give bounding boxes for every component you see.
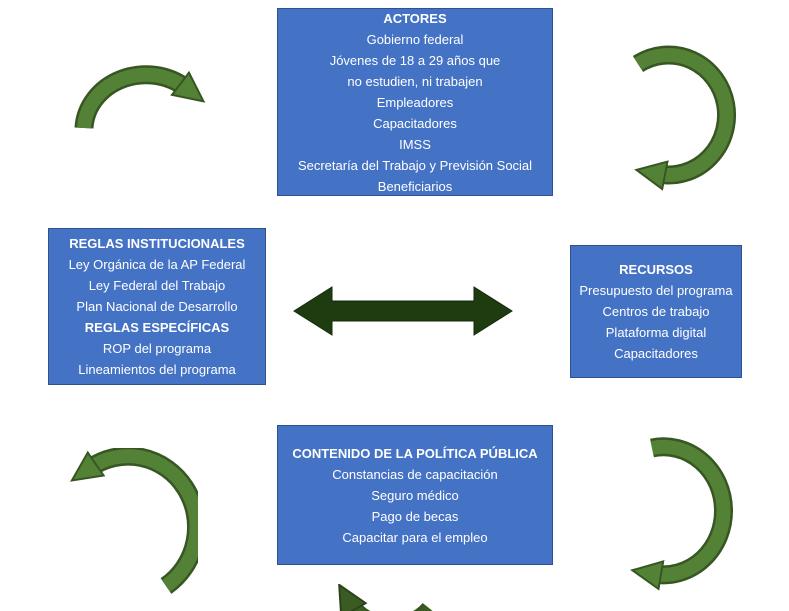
recursos-line: Plataforma digital (605, 325, 707, 340)
recursos-line: Capacitadores (614, 346, 698, 361)
curved-arrow-bottom-left-icon (69, 448, 198, 594)
actores-line: Secretaría del Trabajo y Previsión Socia… (297, 157, 533, 173)
curved-arrow-top-left-icon (74, 65, 206, 129)
recursos-line: Presupuesto del programa (579, 283, 733, 298)
actores-line: IMSS (399, 136, 431, 152)
reglas-line: ROP del programa (102, 341, 212, 356)
box-actores: ACTORES Gobierno federal Jóvenes de 18 a… (277, 8, 553, 196)
reglas-line: Plan Nacional de Desarrollo (76, 299, 238, 314)
actores-line: Capacitadores (373, 115, 457, 131)
actores-title: ACTORES (383, 10, 447, 26)
contenido-title: CONTENIDO DE LA POLÍTICA PÚBLICA (292, 445, 538, 461)
curved-arrow-bottom-right-icon (630, 437, 734, 591)
reglas-line: Lineamientos del programa (78, 362, 236, 377)
recursos-line: Centros de trabajo (602, 304, 710, 319)
double-headed-arrow-icon (293, 286, 513, 336)
curved-arrow-bottom-center-icon (338, 584, 433, 611)
contenido-line: Pago de becas (371, 508, 459, 524)
reglas-title: REGLAS INSTITUCIONALES (69, 236, 245, 251)
curved-arrow-top-right-icon (632, 45, 737, 191)
actores-line: Beneficiarios (377, 178, 453, 194)
actores-line: Empleadores (376, 94, 454, 110)
contenido-line: Constancias de capacitación (332, 466, 498, 482)
reglas-line: Ley Federal del Trabajo (88, 278, 226, 293)
actores-line: no estudien, ni trabajen (347, 73, 483, 89)
contenido-line: Seguro médico (371, 487, 459, 503)
reglas-line: Ley Orgánica de la AP Federal (68, 257, 246, 272)
recursos-title: RECURSOS (619, 262, 693, 277)
contenido-line: Capacitar para el empleo (342, 529, 488, 545)
box-recursos: RECURSOS Presupuesto del programa Centro… (570, 245, 742, 378)
box-contenido: CONTENIDO DE LA POLÍTICA PÚBLICA Constan… (277, 425, 553, 565)
actores-line: Jóvenes de 18 a 29 años que (329, 52, 501, 68)
box-reglas: REGLAS INSTITUCIONALES Ley Orgánica de l… (48, 228, 266, 385)
actores-line: Gobierno federal (366, 31, 464, 47)
reglas-subtitle: REGLAS ESPECÍFICAS (84, 320, 230, 335)
